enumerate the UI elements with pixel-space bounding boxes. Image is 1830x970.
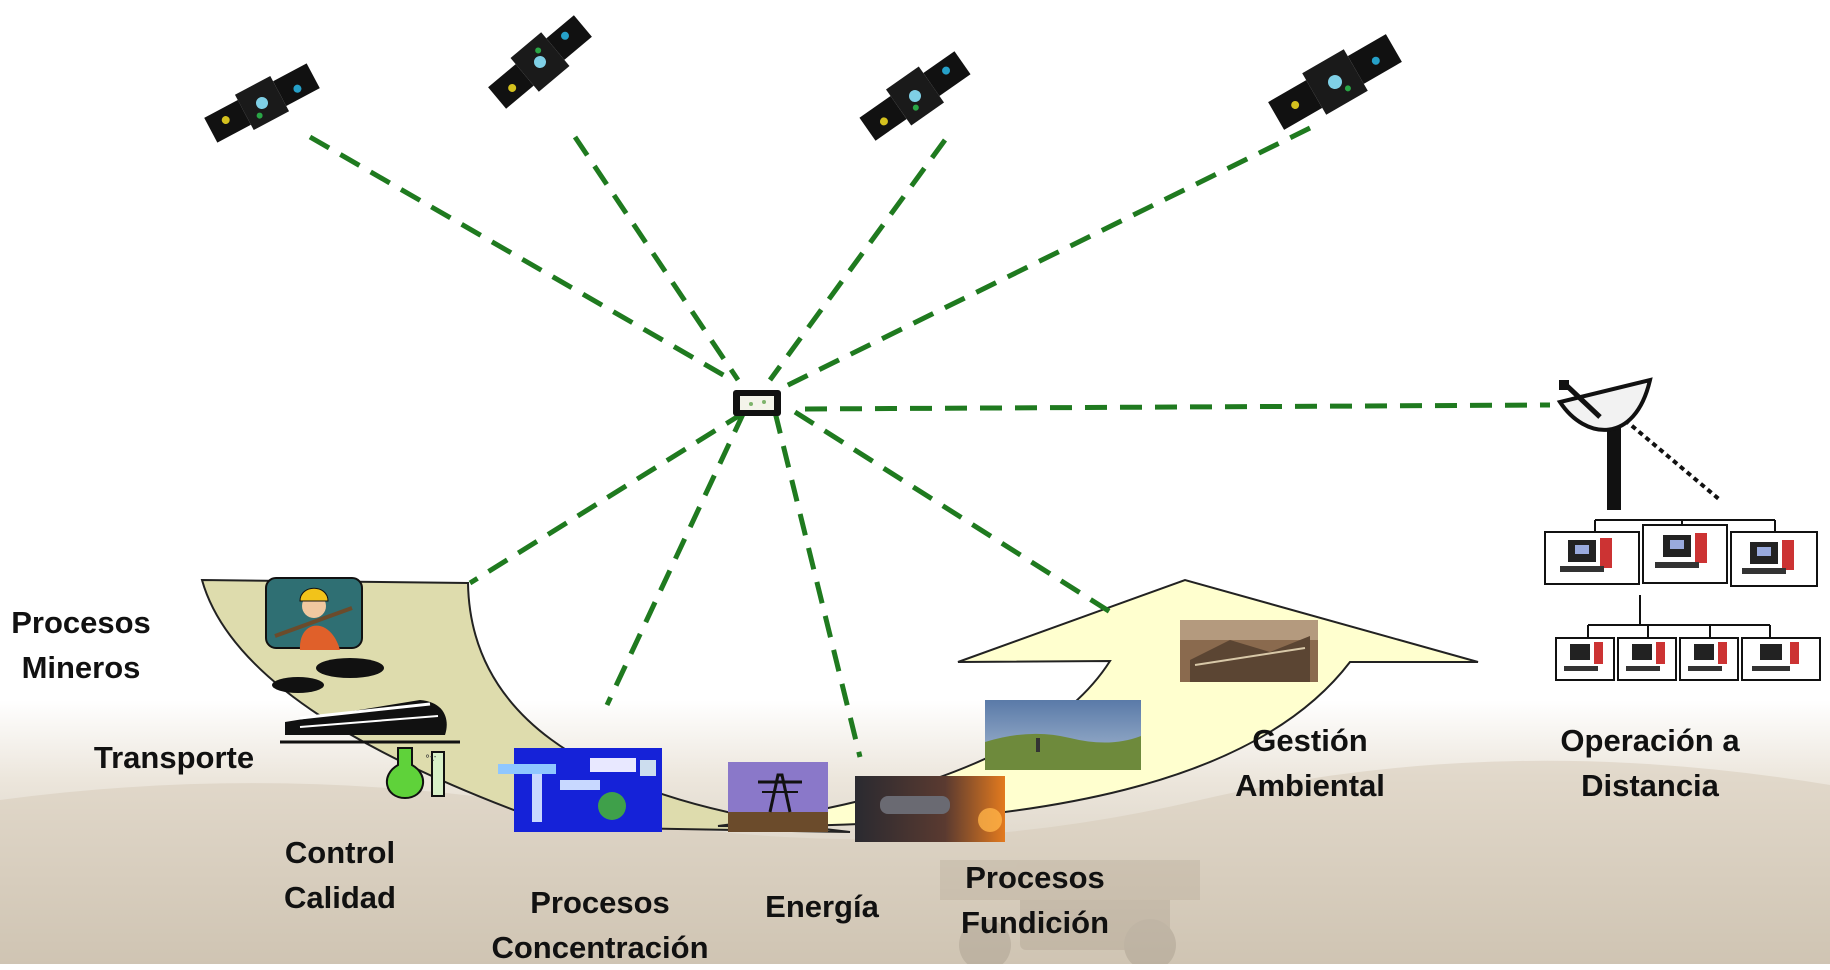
computer-icon bbox=[1642, 524, 1728, 584]
computer-icon bbox=[1555, 637, 1615, 681]
computer-icon bbox=[1679, 637, 1739, 681]
label-control-calidad: Control Calidad bbox=[284, 835, 396, 915]
network-links bbox=[308, 125, 1551, 758]
gps-receiver-icon bbox=[733, 390, 781, 416]
svg-text:°∵: °∵ bbox=[425, 754, 436, 765]
satellite-dish-icon bbox=[1556, 377, 1653, 510]
label-procesos-mineros: Procesos Mineros bbox=[11, 605, 151, 685]
dish-link bbox=[1623, 418, 1722, 502]
satellite-icon bbox=[488, 15, 592, 109]
train-icon bbox=[272, 658, 460, 744]
satellite-icon bbox=[859, 51, 971, 141]
power-tower-icon bbox=[728, 762, 828, 832]
label-procesos-fundicion: Procesos Fundición bbox=[960, 860, 1110, 940]
label-operacion-distancia: Operación a Distancia bbox=[1560, 723, 1740, 803]
label-procesos-concentracion: Procesos Concentración bbox=[491, 885, 709, 965]
plant-photo bbox=[1180, 620, 1318, 682]
mining-process-panel bbox=[200, 578, 851, 833]
process-diagram-icon bbox=[498, 748, 662, 832]
label-gestion-ambiental: Gestión Ambiental bbox=[1235, 723, 1385, 803]
miner-icon bbox=[265, 577, 363, 650]
label-transporte: Transporte bbox=[93, 740, 255, 775]
smelter-photo bbox=[855, 776, 1005, 842]
label-energia: Energía bbox=[765, 889, 879, 924]
computer-icon bbox=[1741, 637, 1821, 681]
computer-icon bbox=[1544, 531, 1640, 585]
landscape-photo bbox=[985, 700, 1141, 770]
flask-icon: °∵ bbox=[385, 747, 445, 800]
satellite-icon bbox=[204, 63, 320, 143]
computer-icon bbox=[1730, 531, 1818, 587]
computer-icon bbox=[1617, 637, 1677, 681]
ground-hills bbox=[0, 760, 1830, 964]
satellite-icon bbox=[1268, 34, 1402, 130]
